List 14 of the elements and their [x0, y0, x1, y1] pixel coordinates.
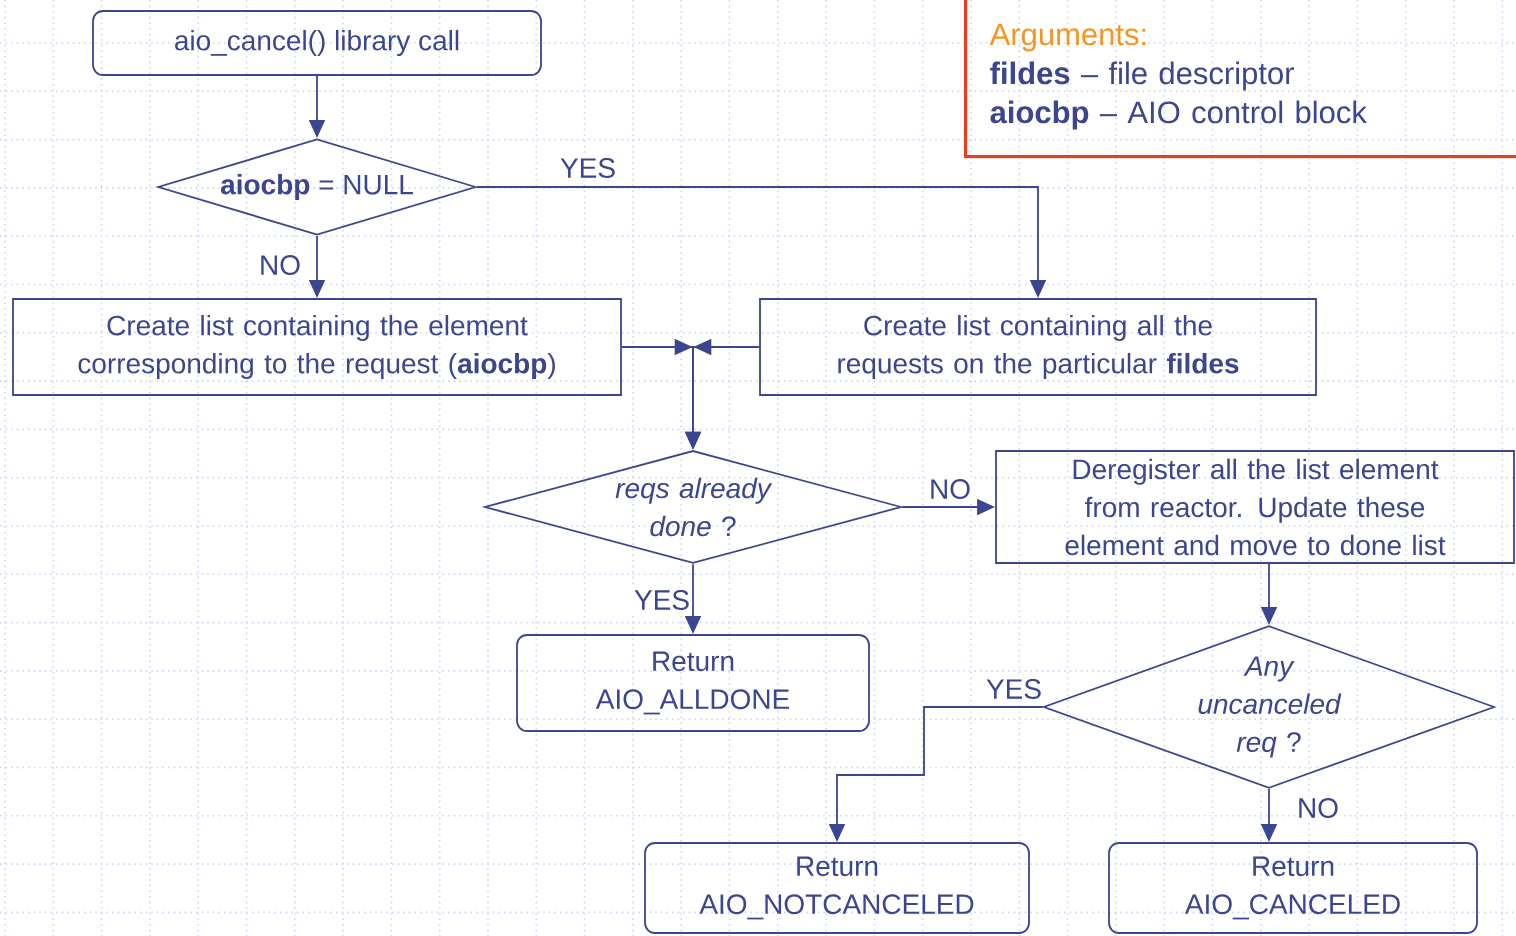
edge-label: YES [632, 588, 692, 612]
edge-label: YES [984, 677, 1044, 701]
process-box: Create list containing the element corresponding to the request (aiocbp) [12, 298, 622, 396]
terminal-box: Return AIO_CANCELED [1108, 842, 1478, 934]
edge-label: NO [927, 477, 973, 501]
terminal-box: Return AIO_ALLDONE [516, 634, 870, 732]
start-box: aio_cancel() library call [92, 10, 542, 76]
edge-label: NO [257, 253, 303, 277]
terminal-box: Return AIO_NOTCANCELED [644, 842, 1030, 934]
edge-label: YES [558, 156, 618, 180]
note-box: Arguments: fildes – file descriptor aiocbp – AIO control block [964, 0, 1516, 159]
process-box: Deregister all the list element from reactor. Update these element and move to done list [995, 450, 1515, 564]
edge-label: NO [1295, 796, 1341, 820]
process-box: Create list containing all the requests on the particular fildes [759, 298, 1317, 396]
